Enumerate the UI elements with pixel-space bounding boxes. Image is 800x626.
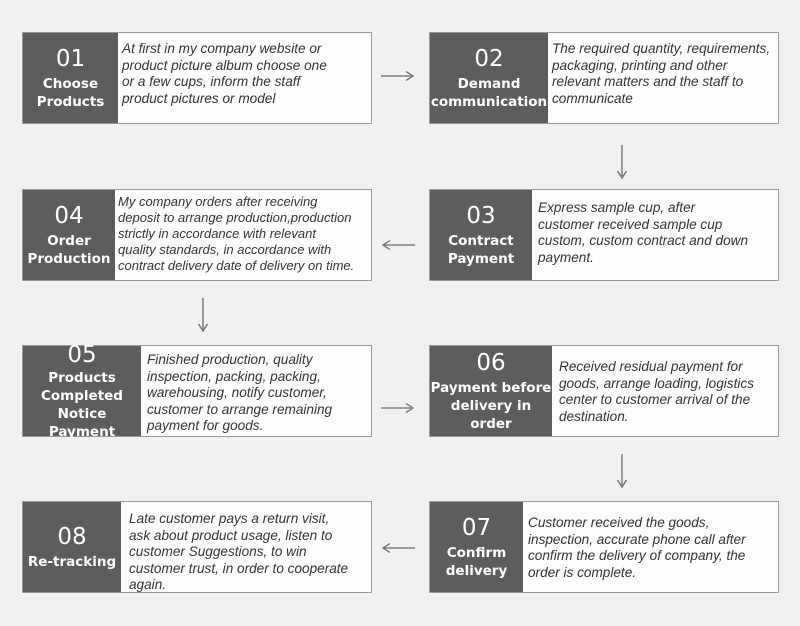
step-title: Payment before delivery in order bbox=[430, 380, 552, 432]
step-description: Late customer pays a return visit, ask a… bbox=[129, 511, 349, 592]
step-badge: 04 Order Production bbox=[23, 190, 115, 280]
step-description: Finished production, quality inspection,… bbox=[147, 352, 333, 433]
arrow-left-icon bbox=[381, 239, 415, 251]
step-description: Received residual payment for goods, arr… bbox=[559, 359, 754, 424]
step-title: Choose Products bbox=[36, 76, 105, 110]
step-03: 03 Contract Payment Express sample cup, … bbox=[429, 189, 779, 281]
arrow-right-icon bbox=[381, 402, 415, 414]
step-04: 04 Order Production My company orders af… bbox=[22, 189, 372, 281]
arrow-left-icon bbox=[381, 542, 415, 554]
step-08: 08 Re-tracking Late customer pays a retu… bbox=[22, 501, 372, 593]
step-description: The required quantity, requirements, pac… bbox=[552, 41, 771, 106]
step-title: Re-tracking bbox=[27, 554, 117, 570]
arrow-down-icon bbox=[616, 145, 628, 180]
step-number: 05 bbox=[67, 342, 97, 368]
arrow-right-icon bbox=[381, 70, 415, 82]
step-02: 02 Demand communication The required qua… bbox=[429, 32, 779, 124]
step-title: Order Production bbox=[27, 233, 111, 267]
step-title: Confirm delivery bbox=[445, 545, 508, 579]
step-badge: 03 Contract Payment bbox=[430, 190, 532, 280]
step-07: 07 Confirm delivery Customer received th… bbox=[429, 501, 779, 593]
step-title: Products Completed Notice Payment bbox=[41, 370, 123, 440]
step-number: 04 bbox=[54, 203, 84, 229]
step-title: Contract Payment bbox=[447, 233, 515, 267]
step-05: 05 Products Completed Notice Payment Fin… bbox=[22, 342, 372, 440]
step-badge: 02 Demand communication bbox=[430, 33, 548, 123]
step-description: Express sample cup, after customer recei… bbox=[538, 200, 749, 265]
step-description: Customer received the goods, inspection,… bbox=[528, 515, 746, 580]
step-badge: 05 Products Completed Notice Payment bbox=[23, 342, 141, 440]
step-badge: 01 Choose Products bbox=[23, 33, 118, 123]
step-badge: 07 Confirm delivery bbox=[430, 502, 523, 592]
step-number: 02 bbox=[474, 46, 504, 72]
arrow-down-icon bbox=[197, 298, 209, 333]
step-title: Demand communication bbox=[430, 76, 548, 110]
step-06: 06 Payment before delivery in order Rece… bbox=[429, 345, 779, 437]
step-number: 06 bbox=[476, 350, 506, 376]
step-badge: 06 Payment before delivery in order bbox=[430, 346, 552, 436]
step-number: 08 bbox=[57, 524, 87, 550]
step-number: 03 bbox=[466, 203, 496, 229]
step-badge: 08 Re-tracking bbox=[23, 502, 121, 592]
step-description: At first in my company website or produc… bbox=[122, 41, 327, 106]
step-number: 01 bbox=[55, 46, 86, 72]
arrow-down-icon bbox=[616, 454, 628, 489]
step-number: 07 bbox=[461, 515, 492, 541]
step-description: My company orders after receiving deposi… bbox=[118, 194, 355, 273]
step-01: 01 Choose Products At first in my compan… bbox=[22, 32, 372, 124]
